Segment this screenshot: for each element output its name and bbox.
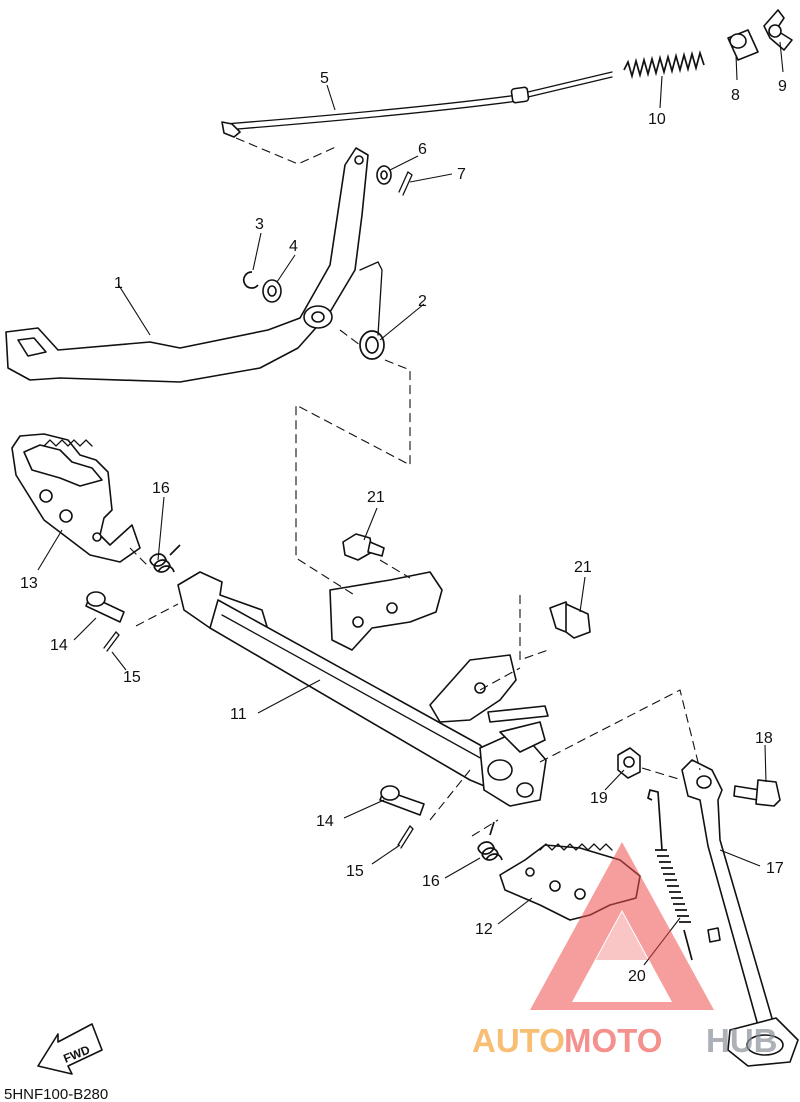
watermark-moto: MOTO	[564, 1022, 662, 1059]
callout-7: 7	[457, 166, 466, 183]
footrest-spring-right[interactable]	[477, 821, 503, 861]
pedal-return-spring[interactable]	[359, 261, 385, 360]
footrest-bracket-bar[interactable]	[177, 571, 549, 807]
cable-joint[interactable]	[727, 29, 759, 61]
callout-15-right: 15	[346, 863, 364, 880]
watermark-logo-icon	[530, 842, 714, 1010]
drawing-code: 5HNF100-B280	[4, 1086, 108, 1102]
brake-pedal[interactable]	[5, 147, 369, 383]
callout-17: 17	[766, 860, 784, 877]
assembly-line-pedal-spring	[295, 329, 411, 597]
assembly-line-left-footrest	[129, 547, 179, 627]
sidestand-spring[interactable]	[647, 788, 693, 961]
footrest-left[interactable]	[11, 433, 141, 563]
sidestand-bolt[interactable]	[733, 779, 781, 807]
flange-bolt-upper[interactable]	[342, 533, 385, 561]
wing-nut[interactable]	[763, 9, 793, 51]
cotter-pin-7[interactable]	[398, 170, 413, 196]
watermark-auto: AUTO	[472, 1022, 565, 1059]
rod-spring[interactable]	[623, 50, 705, 80]
callout-16-right: 16	[422, 873, 440, 890]
callout-14-right: 14	[316, 813, 334, 830]
circlip[interactable]	[242, 271, 259, 289]
callout-6: 6	[418, 141, 427, 158]
callout-10: 10	[648, 111, 666, 128]
watermark-hub: HUB	[706, 1022, 778, 1059]
callout-2: 2	[418, 293, 427, 310]
brake-cable[interactable]	[221, 71, 613, 138]
callout-4: 4	[289, 238, 298, 255]
callout-5: 5	[320, 70, 329, 87]
cotter-pin-right[interactable]	[397, 824, 414, 849]
assembly-line-sidestand	[539, 689, 701, 781]
footrest-pin-right[interactable]	[379, 785, 425, 816]
callout-19: 19	[590, 790, 608, 807]
assembly-line-pedal-cable	[235, 137, 339, 165]
footrest-pin-left[interactable]	[85, 591, 125, 623]
cotter-pin-left[interactable]	[103, 631, 120, 652]
assembly-line-right-footrest	[429, 769, 499, 837]
washer-6[interactable]	[376, 165, 392, 185]
callout-9: 9	[778, 78, 787, 95]
callout-20: 20	[628, 968, 646, 985]
callout-1: 1	[114, 275, 123, 292]
washer-4[interactable]	[262, 279, 282, 303]
sidestand[interactable]	[681, 759, 799, 1067]
assembly-line-bolt-upper	[379, 559, 411, 579]
callout-14-left: 14	[50, 637, 68, 654]
callout-13: 13	[20, 575, 38, 592]
callout-15-left: 15	[123, 669, 141, 686]
fwd-arrow-icon: FWD	[37, 1023, 103, 1075]
callout-21-lower: 21	[574, 559, 592, 576]
callout-21-upper: 21	[367, 489, 385, 506]
callout-18: 18	[755, 730, 773, 747]
callout-3: 3	[255, 216, 264, 233]
callout-11: 11	[230, 706, 247, 723]
watermark-text: AUTO MOTO HUB	[472, 1022, 778, 1059]
callout-8: 8	[731, 87, 740, 104]
footrest-spring-left[interactable]	[149, 544, 181, 573]
callout-12: 12	[475, 921, 493, 938]
callout-16-left: 16	[152, 480, 170, 497]
flange-bolt-lower[interactable]	[549, 601, 591, 639]
assembly-line-bolt-lower	[479, 595, 549, 691]
